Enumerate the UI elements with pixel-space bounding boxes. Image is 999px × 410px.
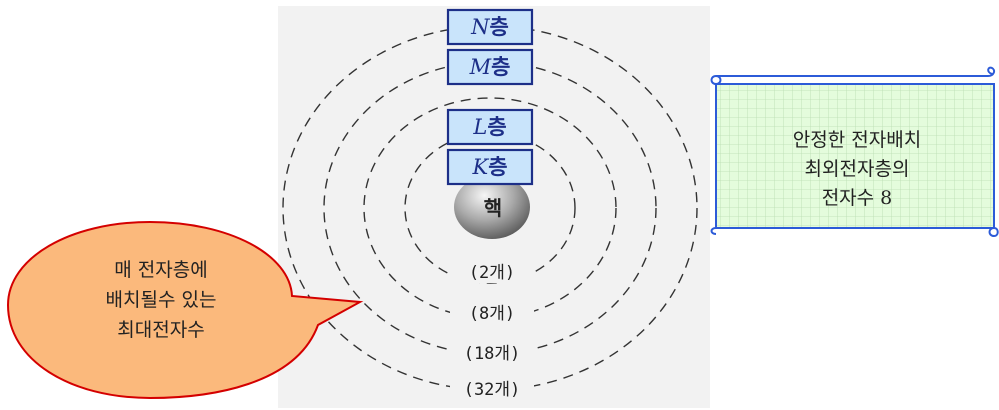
shell-box-n (446, 8, 534, 46)
shell-box-m (446, 48, 534, 86)
shell-box-l (446, 108, 534, 146)
note-line-2: 최외전자층의 (804, 158, 910, 180)
callout-line-1: 매 전자층에 (114, 259, 208, 281)
note-line-1: 안정한 전자배치 (792, 129, 922, 151)
shell-label-l: L층 (473, 114, 507, 139)
max-electrons-callout: 매 전자층에 배치될수 있는 최대전자수 (36, 255, 286, 345)
capacity-l: (8개) (450, 304, 534, 324)
capacity-n: (32개) (450, 380, 534, 400)
stable-configuration-note: 안정한 전자배치 최외전자층의 전자수 8 (726, 126, 988, 213)
callout-line-3: 최대전자수 (117, 319, 205, 341)
shell-label-m: M층 (469, 54, 511, 79)
shell-box-k (446, 148, 534, 186)
shell-label-k: K층 (472, 154, 508, 179)
callout-bubble (6, 220, 364, 400)
capacity-m: (18개) (450, 344, 534, 364)
shell-label-n: N층 (471, 14, 509, 39)
callout-line-2: 배치될수 있는 (105, 289, 217, 311)
nucleus-label: 핵 (483, 196, 503, 220)
nucleus (454, 175, 530, 239)
capacity-k: (2개) (450, 263, 534, 283)
shell-ring-l (363, 97, 617, 319)
note-line-3: 전자수 8 (821, 187, 893, 209)
scroll-note (710, 66, 999, 238)
shell-ring-n (282, 25, 698, 391)
